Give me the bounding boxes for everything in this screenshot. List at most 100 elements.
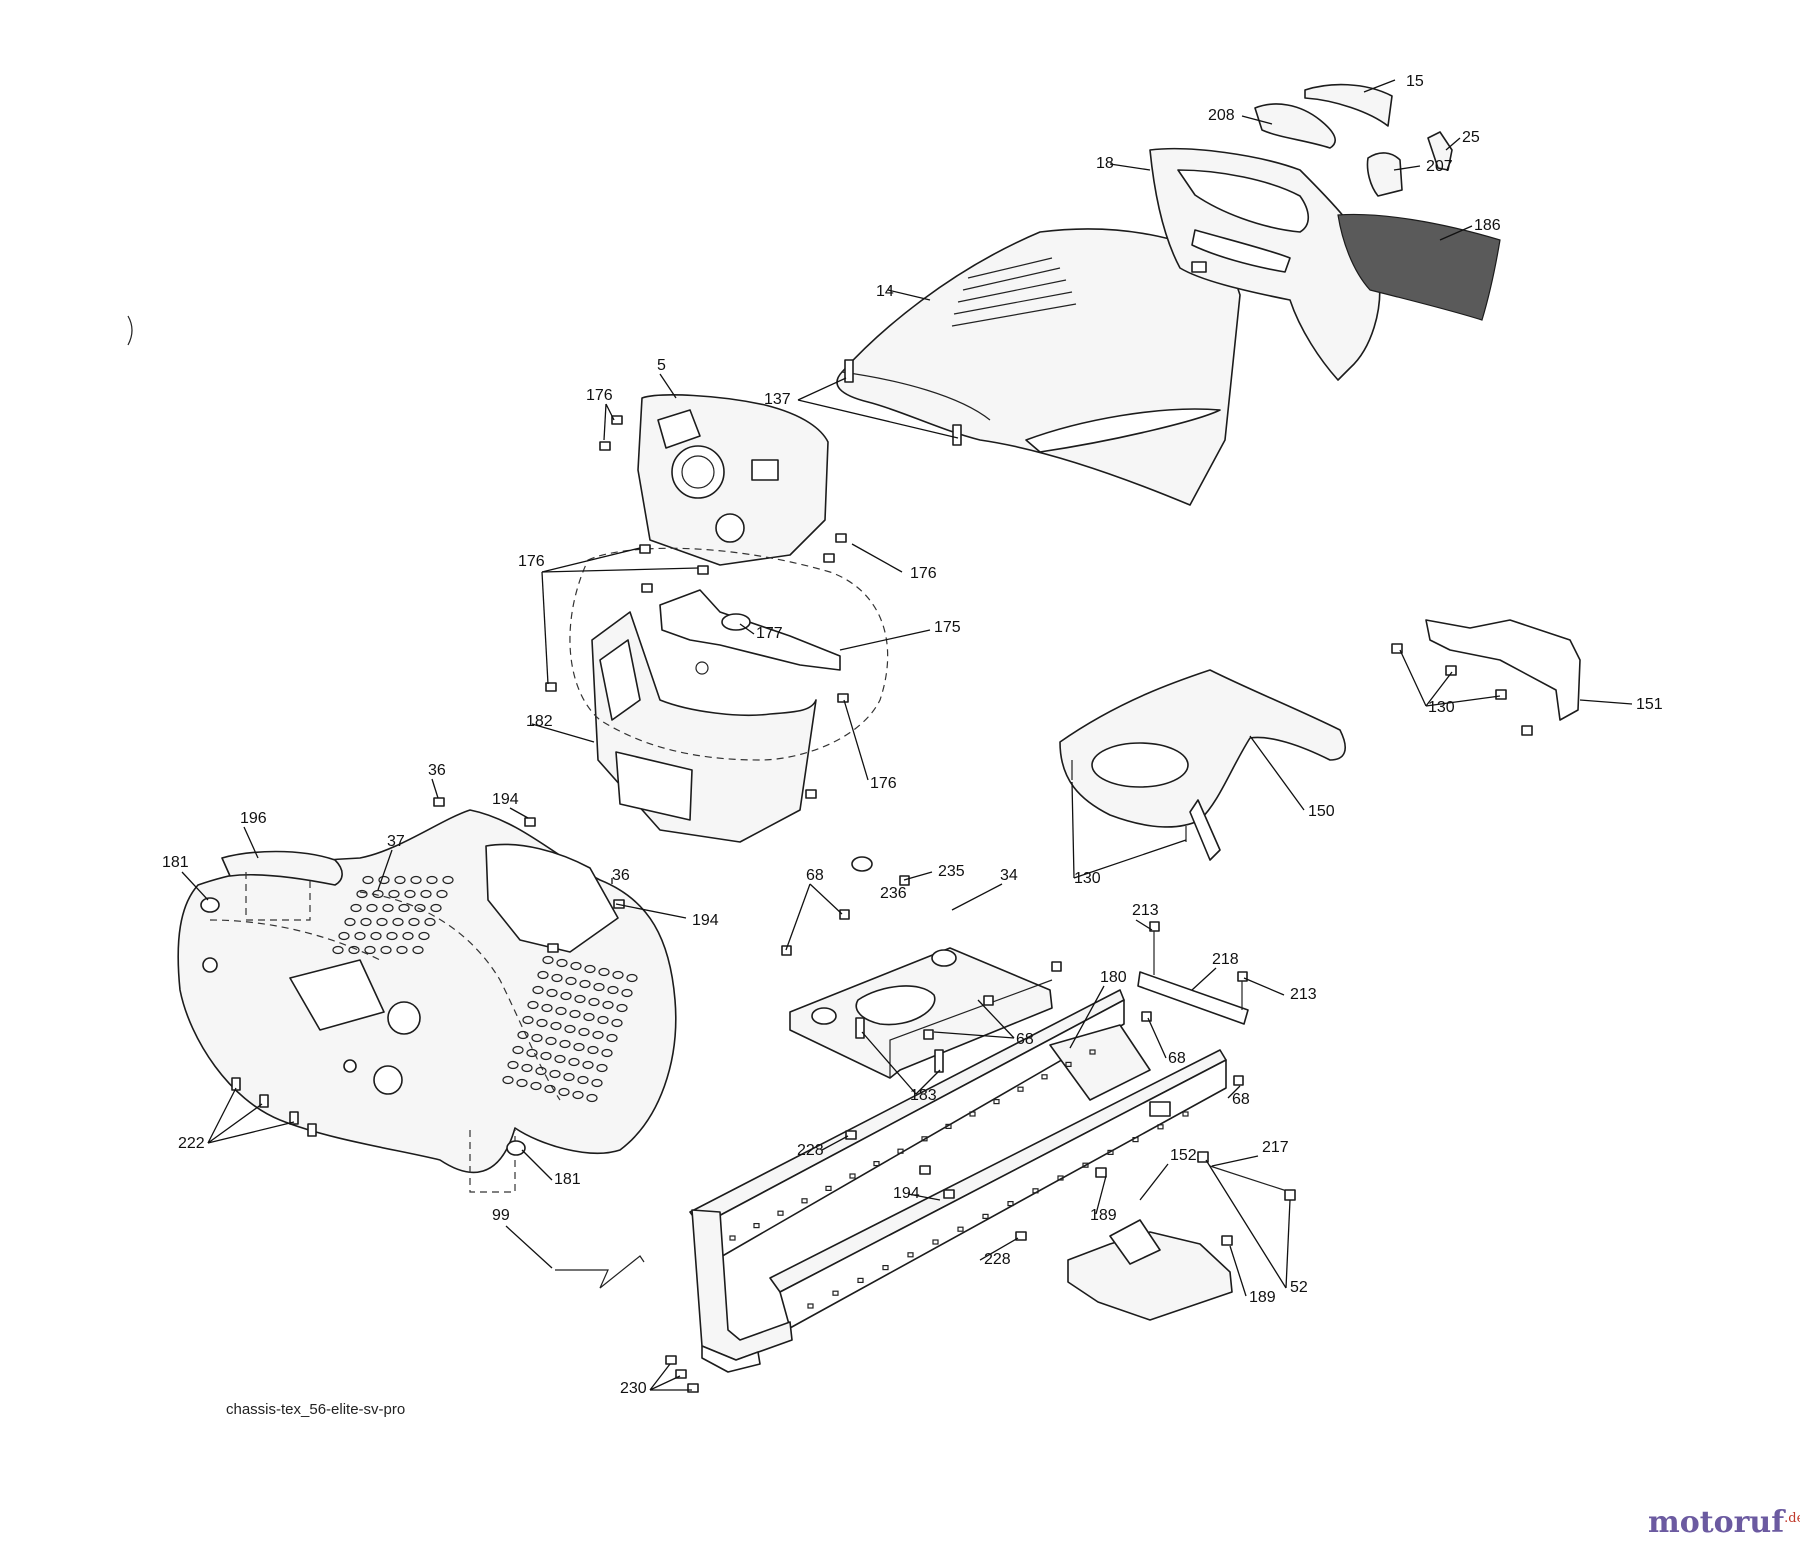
- frame-rail-right-side: [779, 1059, 1227, 1329]
- leader-line: [851, 543, 903, 573]
- ignition-opening: [671, 445, 725, 499]
- callout-196: 196: [240, 810, 267, 827]
- screw: [837, 693, 849, 703]
- callout-236: 236: [880, 885, 907, 902]
- lift-rod: [555, 1255, 645, 1289]
- hood-tab-2: [952, 424, 962, 446]
- frame-hole: [1041, 1074, 1048, 1080]
- leader-line: [933, 1031, 1015, 1039]
- vent-hole: [591, 1078, 603, 1088]
- hood-vent-1: [967, 257, 1053, 279]
- frame-hole: [1017, 1086, 1024, 1092]
- hood-front-edge: [841, 371, 991, 421]
- vent-hole: [502, 1075, 514, 1085]
- hood-vent-3: [957, 279, 1067, 303]
- vent-hole: [418, 931, 430, 941]
- vent-hole: [526, 1048, 538, 1058]
- leader-line: [1069, 985, 1105, 1049]
- screw: [697, 565, 709, 575]
- vent-hole: [372, 889, 384, 899]
- bolt: [1521, 725, 1533, 736]
- bolt: [433, 797, 445, 807]
- dash-knob-opening: [715, 513, 745, 543]
- fender-cover: [221, 850, 343, 886]
- frame-hole: [825, 1185, 832, 1192]
- callout-183: 183: [910, 1087, 937, 1104]
- bolt: [1221, 1235, 1233, 1246]
- vent-hole: [549, 1069, 561, 1079]
- fender-cover-dash: [245, 872, 311, 921]
- vent-hole: [424, 917, 436, 927]
- frame-hole: [1032, 1188, 1039, 1194]
- leader-line: [1135, 919, 1153, 931]
- callout-181: 181: [162, 854, 189, 871]
- hood-assembly: [836, 83, 1501, 506]
- leader-line: [1073, 839, 1187, 879]
- leader-line: [431, 778, 439, 799]
- leader-line: [615, 903, 687, 919]
- bolt: [934, 1049, 944, 1073]
- dash-bracket: [659, 589, 841, 671]
- shield-152-assembly: [1067, 1151, 1296, 1321]
- leader-line: [861, 1031, 917, 1095]
- vent-hole: [563, 1072, 575, 1082]
- callout-228: 228: [984, 1251, 1011, 1268]
- leader-line: [649, 1363, 671, 1391]
- hood-vent-2: [962, 267, 1061, 291]
- vent-hole: [578, 1027, 590, 1037]
- leader-line: [243, 826, 259, 859]
- screw: [639, 544, 651, 554]
- drawing-filename: chassis-tex_56-elite-sv-pro: [226, 1401, 405, 1418]
- bolt: [855, 1017, 865, 1039]
- bolt: [1495, 689, 1507, 700]
- vent-hole: [507, 1060, 519, 1070]
- grille-housing-inner: [1177, 169, 1310, 233]
- leader-lines: [181, 79, 1633, 1391]
- vent-hole: [564, 1024, 576, 1034]
- vent-hole: [593, 982, 605, 992]
- rod-217: [1209, 1165, 1291, 1193]
- leader-line: [1211, 1155, 1259, 1167]
- callout-36: 36: [428, 762, 446, 779]
- fender-seat-recess: [485, 843, 619, 953]
- vent-hole: [512, 1045, 524, 1055]
- vent-hole: [396, 945, 408, 955]
- frame-hole: [1057, 1175, 1064, 1181]
- frame-assembly: [665, 989, 1227, 1393]
- vent-hole: [598, 967, 610, 977]
- grommet: [200, 897, 220, 913]
- watermark-main: motoruf: [1648, 1505, 1786, 1540]
- vent-hole: [535, 1066, 547, 1076]
- vent-hole: [592, 1030, 604, 1040]
- vent-hole: [402, 931, 414, 941]
- callout-180: 180: [1100, 969, 1127, 986]
- vent-hole: [350, 903, 362, 913]
- vent-hole: [555, 1006, 567, 1016]
- leader-line: [1363, 79, 1396, 93]
- callout-175: 175: [934, 619, 961, 636]
- callout-194: 194: [492, 791, 519, 808]
- vent-hole: [577, 1075, 589, 1085]
- leader-line: [1095, 1175, 1107, 1215]
- leader-line: [1109, 163, 1151, 171]
- bolt: [1237, 971, 1248, 982]
- frame-hole: [849, 1173, 856, 1179]
- vent-hole: [582, 1060, 594, 1070]
- leader-line: [649, 1375, 681, 1391]
- ignition-opening-inner: [681, 455, 715, 489]
- callout-137: 137: [764, 391, 791, 408]
- watermark-logo: motoruf.de: [1648, 1505, 1800, 1540]
- leader-line: [821, 1135, 849, 1151]
- leader-line: [505, 1225, 553, 1269]
- leader-line: [605, 403, 615, 421]
- callout-208: 208: [1208, 107, 1235, 124]
- hood-side-slot: [1025, 408, 1221, 453]
- vent-hole: [569, 1009, 581, 1019]
- vent-hole: [554, 1054, 566, 1064]
- vent-hole: [570, 961, 582, 971]
- callout-189: 189: [1090, 1207, 1117, 1224]
- leader-line: [1139, 1163, 1169, 1201]
- leader-line: [207, 1103, 263, 1144]
- vent-hole: [430, 903, 442, 913]
